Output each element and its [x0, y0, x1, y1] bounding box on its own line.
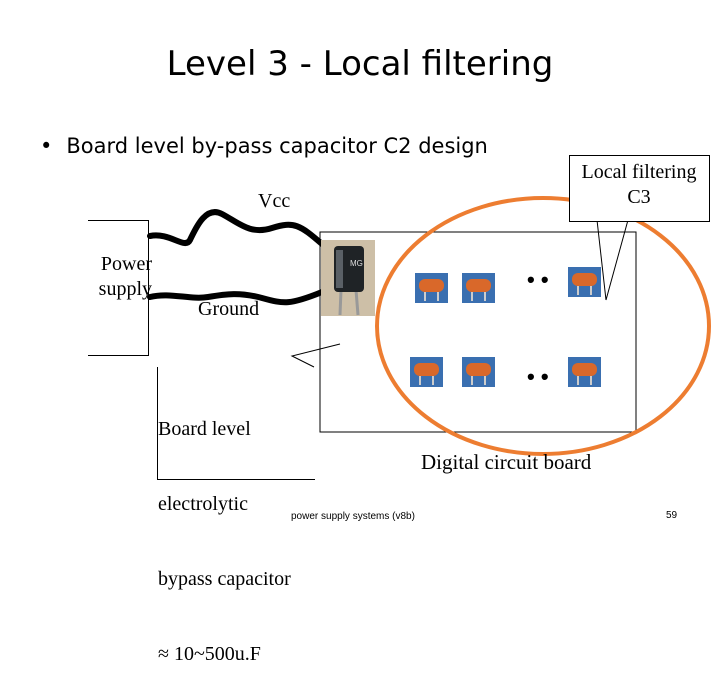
page-number: 59	[666, 510, 678, 521]
ceramic-capacitor-icon	[462, 273, 495, 303]
local-filtering-callout-box	[569, 155, 710, 222]
electrolytic-callout-label: Board level electrolytic bypass capacito…	[158, 418, 291, 665]
ceramic-capacitor-icon	[568, 357, 601, 387]
ellipsis-bottom: • •	[527, 364, 549, 389]
electrolytic-capacitor-icon: MG	[321, 240, 375, 316]
capacitor-marking: MG	[350, 259, 363, 268]
power-supply-box	[88, 220, 149, 356]
power-supply-label: Power supply	[98, 253, 152, 300]
bullet-marker: •	[40, 134, 53, 158]
ceramic-capacitor-icon	[462, 357, 495, 387]
ground-wire	[147, 289, 325, 306]
ellipsis-top: • •	[527, 267, 549, 292]
digital-board-label: Digital circuit board	[421, 450, 592, 474]
bullet-text: Board level by-pass capacitor C2 design	[66, 134, 488, 158]
local-filtering-ellipse	[375, 196, 711, 456]
circuit-board-outline	[319, 231, 637, 433]
ceramic-capacitor-icon	[568, 267, 601, 297]
slide-title: Level 3 - Local filtering	[166, 44, 554, 84]
ceramic-capacitor-icon	[410, 357, 443, 387]
vcc-label: Vcc	[258, 190, 291, 212]
filtering-diagram: MG • • • •	[147, 196, 711, 456]
bullet-item: • Board level by-pass capacitor C2 design	[40, 134, 488, 158]
ground-label: Ground	[198, 298, 260, 320]
local-filtering-label: Local filtering C3	[581, 161, 697, 208]
local-filter-callout-pointer	[596, 219, 629, 301]
footer-text: power supply systems (v8b)	[291, 511, 415, 522]
vcc-wire	[147, 209, 325, 247]
electrolytic-callout-box	[157, 367, 315, 480]
electrolytic-callout-pointer	[290, 343, 341, 368]
ceramic-capacitor-icon	[415, 273, 448, 303]
